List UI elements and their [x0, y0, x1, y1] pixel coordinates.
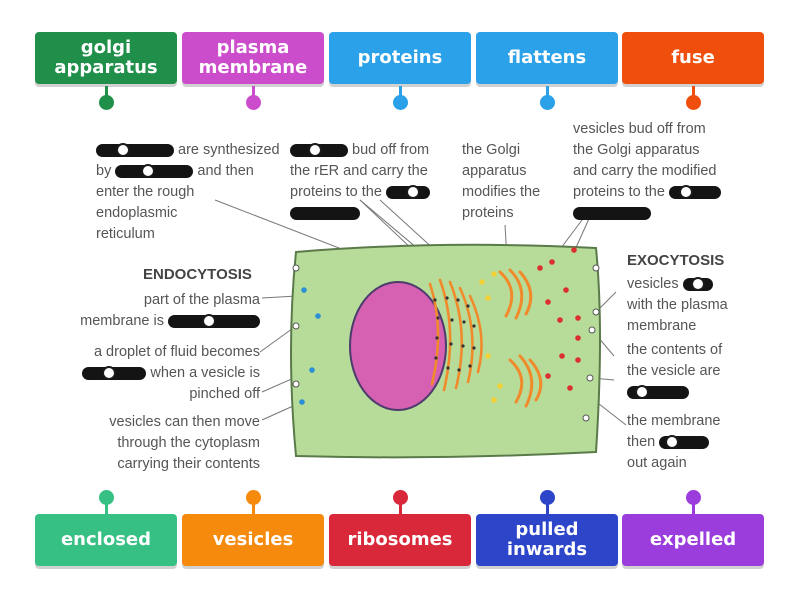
label-vesicles-bud-golgi: vesicles bud off from the Golgi apparatu… — [573, 119, 721, 224]
top-tile-proteins[interactable]: proteins — [329, 32, 471, 84]
label-vesicles-fuse: vesicles with the plasma membrane — [627, 276, 728, 334]
label-droplet-enclosed: a droplet of fluid becomes when a vesicl… — [40, 342, 260, 405]
connector — [105, 86, 108, 100]
drop-zone[interactable] — [659, 435, 710, 450]
connector — [252, 501, 255, 515]
drop-zone[interactable] — [168, 314, 260, 329]
drop-zone[interactable] — [627, 385, 689, 400]
drop-zone[interactable] — [115, 164, 194, 179]
label-contents-expelled: the contents of the vesicle are — [627, 340, 722, 403]
connector-dot[interactable] — [393, 95, 408, 110]
connector-dot[interactable] — [393, 490, 408, 505]
drop-zone[interactable] — [290, 206, 360, 220]
connector — [546, 501, 549, 515]
connector-dot[interactable] — [246, 490, 261, 505]
connector-dot[interactable] — [686, 490, 701, 505]
drop-zone[interactable] — [96, 143, 174, 158]
connector — [105, 501, 108, 515]
connector — [692, 501, 695, 515]
connector — [692, 86, 695, 100]
connector — [399, 86, 402, 100]
label-membrane-flattens: the membrane then out again — [627, 413, 721, 471]
top-tile-flattens[interactable]: flattens — [476, 32, 618, 84]
connector-dot[interactable] — [540, 490, 555, 505]
connector-dot[interactable] — [686, 95, 701, 110]
label-vesicles-bud-rer: bud off from the rER and carry the prote… — [290, 140, 430, 224]
drop-zone[interactable] — [82, 366, 147, 381]
drop-zone[interactable] — [385, 185, 430, 200]
drop-zone[interactable] — [573, 206, 651, 220]
bottom-tile-pulled-inwards[interactable]: pulled inwards — [476, 514, 618, 566]
connector-dot[interactable] — [99, 95, 114, 110]
label-membrane-pulled: part of the plasma membrane is — [80, 292, 260, 329]
drop-zone[interactable] — [290, 143, 348, 158]
top-tile-plasma-membrane[interactable]: plasma membrane — [182, 32, 324, 84]
top-tile-golgi-apparatus[interactable]: golgi apparatus — [35, 32, 177, 84]
exocytosis-title: EXOCYTOSIS — [627, 252, 725, 269]
connector — [546, 86, 549, 100]
drop-zone[interactable] — [682, 277, 713, 292]
bottom-tile-enclosed[interactable]: enclosed — [35, 514, 177, 566]
connector — [399, 501, 402, 515]
bottom-tile-vesicles[interactable]: vesicles — [182, 514, 324, 566]
connector-dot[interactable] — [99, 490, 114, 505]
bottom-tile-expelled[interactable]: expelled — [622, 514, 764, 566]
endocytosis-title: ENDOCYTOSIS — [143, 266, 252, 283]
label-ribosomes-synthesize: are synthesized by and then enter the ro… — [96, 142, 280, 242]
connector-dot[interactable] — [246, 95, 261, 110]
connector-dot[interactable] — [540, 95, 555, 110]
drop-zone[interactable] — [668, 185, 721, 200]
bottom-tile-ribosomes[interactable]: ribosomes — [329, 514, 471, 566]
connector — [252, 86, 255, 100]
label-golgi-modifies: the Golgi apparatus modifies the protein… — [462, 142, 541, 221]
top-tile-fuse[interactable]: fuse — [622, 32, 764, 84]
label-vesicles-move: vesicles can then move through the cytop… — [109, 414, 260, 472]
